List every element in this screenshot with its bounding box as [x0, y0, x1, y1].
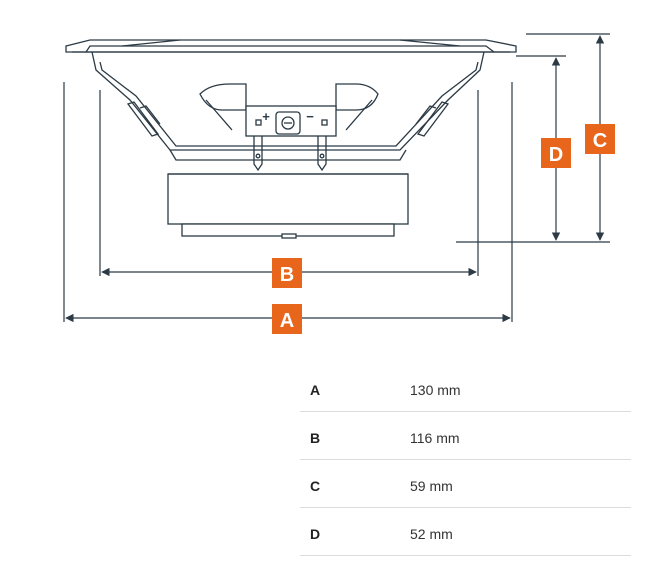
dimension-key: C	[310, 478, 321, 494]
dimension-value: 116 mm	[410, 430, 460, 446]
badge-d-label: D	[549, 144, 563, 166]
dimensions-table: A 130 mm B 116 mm C 59 mm D 52 mm	[300, 364, 631, 556]
table-row: C 59 mm	[300, 460, 631, 508]
badge-b-label: B	[280, 264, 294, 286]
badge-a-label: A	[280, 310, 294, 332]
badge-d: D	[541, 138, 571, 168]
terminal-plus-label: +	[262, 109, 270, 124]
dimension-key: A	[310, 382, 321, 398]
speaker-dimension-diagram: + − B A D C	[63, 33, 615, 334]
dimension-key: B	[310, 430, 321, 446]
table-row: A 130 mm	[300, 364, 631, 412]
table-row: D 52 mm	[300, 508, 631, 556]
dimension-value: 59 mm	[410, 478, 453, 494]
badge-b: B	[272, 258, 302, 288]
dimension-value: 130 mm	[410, 382, 461, 398]
dimension-key: D	[310, 526, 321, 542]
badge-c: C	[585, 124, 615, 154]
speaker-outline	[65, 39, 517, 239]
table-row: B 116 mm	[300, 412, 631, 460]
dimension-value: 52 mm	[410, 526, 453, 542]
badge-c-label: C	[593, 130, 607, 152]
badge-a: A	[272, 304, 302, 334]
terminal-minus-label: −	[306, 109, 314, 124]
